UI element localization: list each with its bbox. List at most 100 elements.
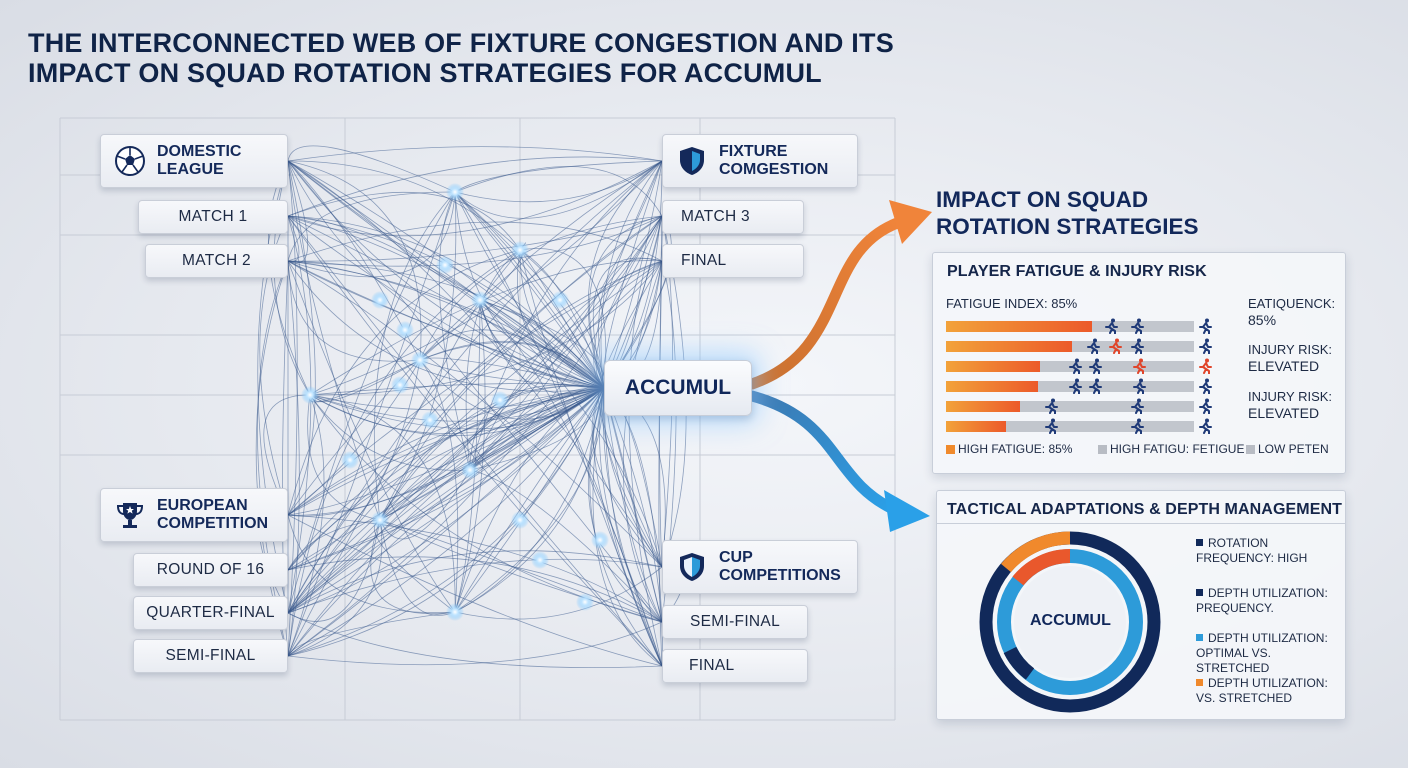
connection-line: [373, 519, 456, 613]
connection-line: [287, 160, 605, 389]
connection-line: [373, 191, 456, 521]
connection-line: [309, 260, 663, 396]
runner-icon: [1130, 418, 1144, 435]
connection-line: [469, 215, 663, 471]
connection-line: [419, 215, 663, 361]
impact-title: IMPACT ON SQUAD ROTATION STRATEGIES: [936, 186, 1336, 240]
connection-line: [287, 612, 663, 669]
european-semi-final[interactable]: SEMI-FINAL: [133, 639, 288, 673]
connection-line: [287, 387, 605, 614]
connection-line: [309, 394, 471, 471]
connection-line: [454, 191, 663, 667]
connection-line: [379, 469, 471, 540]
fatigue-bar-track: [946, 321, 1194, 332]
glow-point: [511, 241, 529, 259]
glow-point: [576, 593, 594, 611]
connection-line: [517, 249, 605, 389]
legend-swatch-high-fatigue: [946, 445, 955, 454]
connection-line: [287, 160, 663, 568]
domestic-match-2[interactable]: MATCH 2: [145, 244, 288, 278]
connection-line: [273, 160, 311, 396]
hub-node-accumul[interactable]: ACCUMUL: [604, 360, 752, 416]
connection-line: [454, 387, 605, 613]
arrow-to-tactical-panel: [746, 390, 901, 516]
fixture-match-3[interactable]: MATCH 3: [662, 200, 804, 234]
connection-line: [309, 387, 605, 422]
connection-line: [287, 550, 663, 614]
connection-line: [519, 249, 663, 667]
page-title: THE INTERCONNECTED WEB OF FIXTURE CONGES…: [28, 28, 988, 88]
fixture-final[interactable]: FINAL: [662, 244, 804, 278]
connection-line: [287, 160, 663, 623]
connection-line: [287, 260, 605, 389]
glow-point: [301, 386, 319, 404]
connection-line: [379, 519, 456, 616]
connection-line: [603, 160, 663, 389]
connection-line: [454, 191, 605, 389]
legend-swatch-high-fatigu: [1098, 445, 1107, 454]
connection-line: [287, 215, 663, 262]
cup-semi-final[interactable]: SEMI-FINAL: [662, 605, 808, 639]
european-round-of-16[interactable]: ROUND OF 16: [133, 553, 288, 587]
connection-line: [419, 342, 605, 389]
impact-title-line-2: ROTATION STRATEGIES: [936, 214, 1199, 239]
glow-point: [511, 511, 529, 529]
tactical-legend-1-line-2: FREQUENCY: HIGH: [1196, 551, 1308, 565]
connection-line: [287, 191, 456, 657]
connection-line: [519, 249, 605, 389]
runner-icon: [1132, 378, 1146, 395]
connection-line: [469, 387, 605, 471]
connection-line: [287, 160, 316, 516]
connection-web: [255, 145, 687, 669]
domestic-match-1[interactable]: MATCH 1: [138, 200, 288, 234]
connection-line: [659, 215, 663, 568]
connection-line: [287, 215, 663, 267]
fatigue-bar-fill: [946, 321, 1092, 332]
connection-line: [603, 387, 663, 623]
connection-line: [287, 359, 421, 571]
european-competition-label-2: COMPETITION: [157, 515, 269, 532]
runner-icon: [1130, 318, 1144, 335]
connection-line: [287, 387, 605, 657]
connection-line: [287, 558, 663, 614]
glow-point: [371, 291, 389, 309]
runner-icon: [1130, 338, 1144, 355]
fatigue-bar-track: [946, 401, 1194, 412]
connection-line: [309, 394, 456, 613]
connection-line: [309, 387, 605, 437]
fatigue-bar-fill: [946, 381, 1038, 392]
connection-line: [454, 299, 481, 613]
connection-line: [598, 258, 663, 389]
connection-line: [379, 385, 605, 521]
cup-final[interactable]: FINAL: [662, 649, 808, 683]
connection-line: [287, 387, 605, 571]
domestic-league-label-1: DOMESTIC: [157, 143, 242, 160]
connection-line: [379, 160, 663, 521]
connection-line: [287, 514, 456, 614]
runner-icon: [1198, 418, 1212, 435]
runner-icon: [1068, 378, 1082, 395]
tactical-legend-2-swatch: [1196, 589, 1203, 596]
connection-line: [379, 387, 605, 521]
tactical-legend-1-swatch: [1196, 539, 1203, 546]
connection-line: [287, 260, 663, 614]
connection-line: [591, 387, 663, 568]
fatigue-side-1-line-1: EATIQUENCK:: [1248, 296, 1336, 311]
connection-line: [287, 260, 300, 657]
connection-line: [287, 215, 663, 667]
connection-line: [287, 160, 521, 251]
connection-line: [519, 249, 605, 389]
connection-line: [454, 160, 663, 203]
tactical-legend-3: DEPTH UTILIZATION:OPTIMAL VS. STRETCHED: [1196, 631, 1346, 676]
connection-line: [287, 160, 381, 521]
tactical-legend-3-line-2: OPTIMAL VS. STRETCHED: [1196, 646, 1271, 675]
european-quarter-final[interactable]: QUARTER-FINAL: [133, 596, 288, 630]
runner-icon: [1104, 318, 1118, 335]
runner-icon: [1088, 358, 1102, 375]
